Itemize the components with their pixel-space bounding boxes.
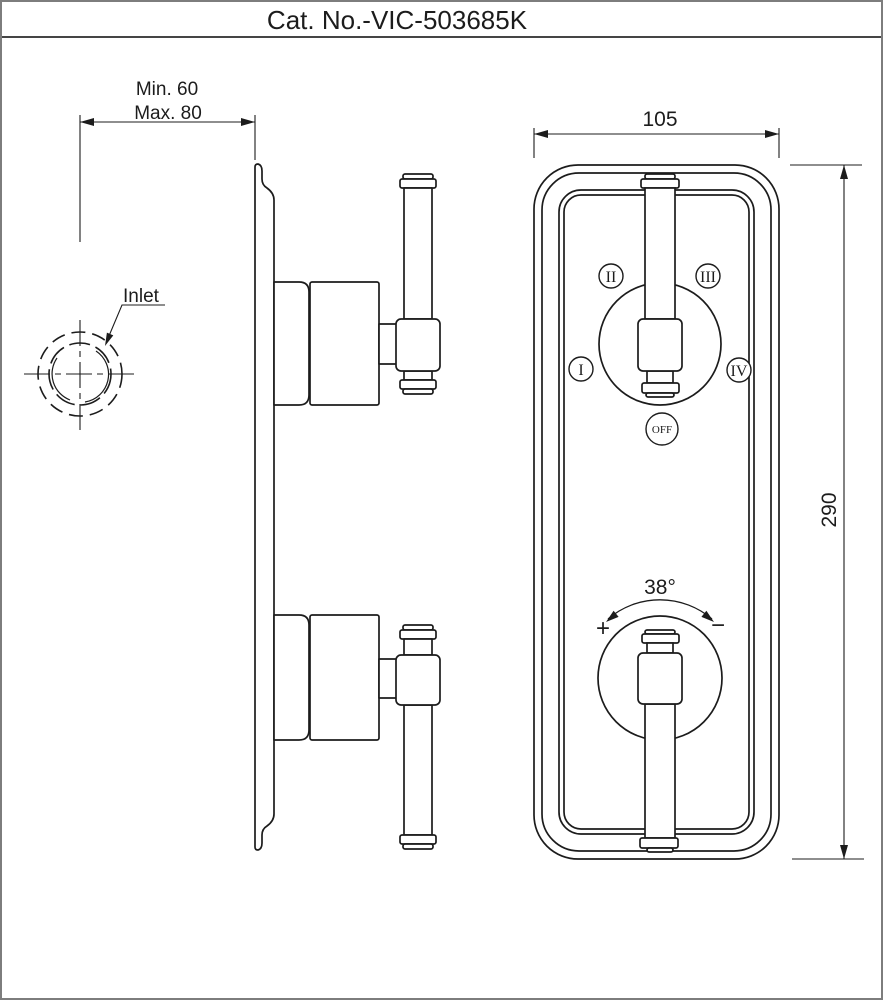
dim-arrow-left: [80, 118, 94, 126]
diverter-lever-flange-top: [640, 178, 680, 189]
diverter-lever-hub: [637, 318, 683, 372]
top-valve-body: [273, 173, 441, 406]
min-distance-label: Min. 60: [136, 79, 198, 100]
temperature-lever-neck: [646, 642, 674, 654]
rotation-angle-annotation: [606, 599, 714, 622]
inlet-thread-arc-left: [51, 357, 71, 401]
bottom-lever-tip-bottom: [402, 843, 434, 850]
position-circle-IV: [726, 357, 752, 383]
position-label-IV: IV: [731, 363, 748, 380]
angle-label: 38°: [644, 576, 676, 599]
bottom-lever-bar: [403, 704, 433, 836]
top-valve-cartridge: [309, 281, 380, 406]
title-separator: [2, 36, 881, 38]
position-circle-III: [695, 263, 721, 289]
wall-plate-profile: [254, 163, 275, 851]
height-arrow-top: [840, 165, 848, 179]
temperature-lever-tip-bottom: [646, 847, 674, 853]
front-view: [533, 164, 780, 860]
top-lever-bar: [403, 187, 433, 320]
top-lever-flange-top: [399, 178, 437, 189]
off-position-circle: [645, 412, 679, 446]
bottom-lever-hub: [395, 654, 441, 706]
side-view: [254, 163, 441, 851]
temperature-lever-bar: [644, 703, 676, 839]
height-arrow-bottom: [840, 845, 848, 859]
diverter-lever-flange-bottom: [641, 382, 680, 394]
position-circle-I: [568, 356, 594, 382]
top-lever-flange-bottom: [399, 379, 437, 390]
bottom-lever-flange-top: [399, 629, 437, 640]
inlet-leader-arrow: [105, 332, 114, 346]
rotation-arrow-right: [701, 610, 714, 622]
position-label-III: III: [700, 269, 716, 286]
plus-sign: +: [596, 615, 610, 642]
temperature-lever-flange-bottom: [639, 837, 679, 849]
bottom-valve-body: [273, 614, 441, 850]
inlet-label: Inlet: [123, 286, 160, 307]
bottom-lever-flange-bottom: [399, 834, 437, 845]
temperature-lever-flange-top: [641, 633, 680, 644]
diverter-lever: [637, 173, 683, 398]
off-label: OFF: [652, 424, 672, 436]
height-dim-label: 290: [818, 492, 841, 527]
bottom-valve-cartridge: [309, 614, 380, 741]
position-label-I: I: [578, 362, 583, 379]
position-markers: [568, 263, 752, 446]
inlet-end-view: [24, 304, 165, 430]
width-dimension: [533, 128, 780, 158]
diverter-lever-tip-bottom: [645, 392, 675, 398]
position-label-II: II: [606, 269, 617, 286]
diverter-lever-bar: [644, 187, 676, 320]
rotation-arc: [607, 599, 713, 620]
diverter-lever-neck: [646, 370, 674, 384]
height-dimension: [790, 164, 864, 860]
width-arrow-left: [534, 130, 548, 138]
dim-arrow-right: [241, 118, 255, 126]
top-valve-flange: [273, 281, 310, 406]
width-dim-label: 105: [642, 108, 677, 131]
inlet-leader-line: [105, 304, 165, 344]
top-lever-stub: [403, 370, 433, 381]
bottom-lever-stub: [403, 638, 433, 656]
faceplate-outer-edge: [533, 164, 780, 860]
temperature-lever-hub: [637, 652, 683, 705]
wall-distance-dimension: [79, 115, 256, 242]
temperature-lever: [637, 629, 683, 853]
max-distance-label: Max. 80: [134, 103, 202, 124]
top-lever-tip-bottom: [402, 388, 434, 395]
width-arrow-right: [765, 130, 779, 138]
minus-sign: −: [711, 612, 725, 639]
position-circle-II: [598, 263, 624, 289]
inlet-thread-arc-right: [84, 350, 110, 403]
rotation-arrow-left: [606, 610, 619, 622]
drawing-title: Cat. No.-VIC-503685K: [266, 5, 528, 35]
top-lever-hub: [395, 318, 441, 372]
bottom-valve-flange: [273, 614, 310, 741]
